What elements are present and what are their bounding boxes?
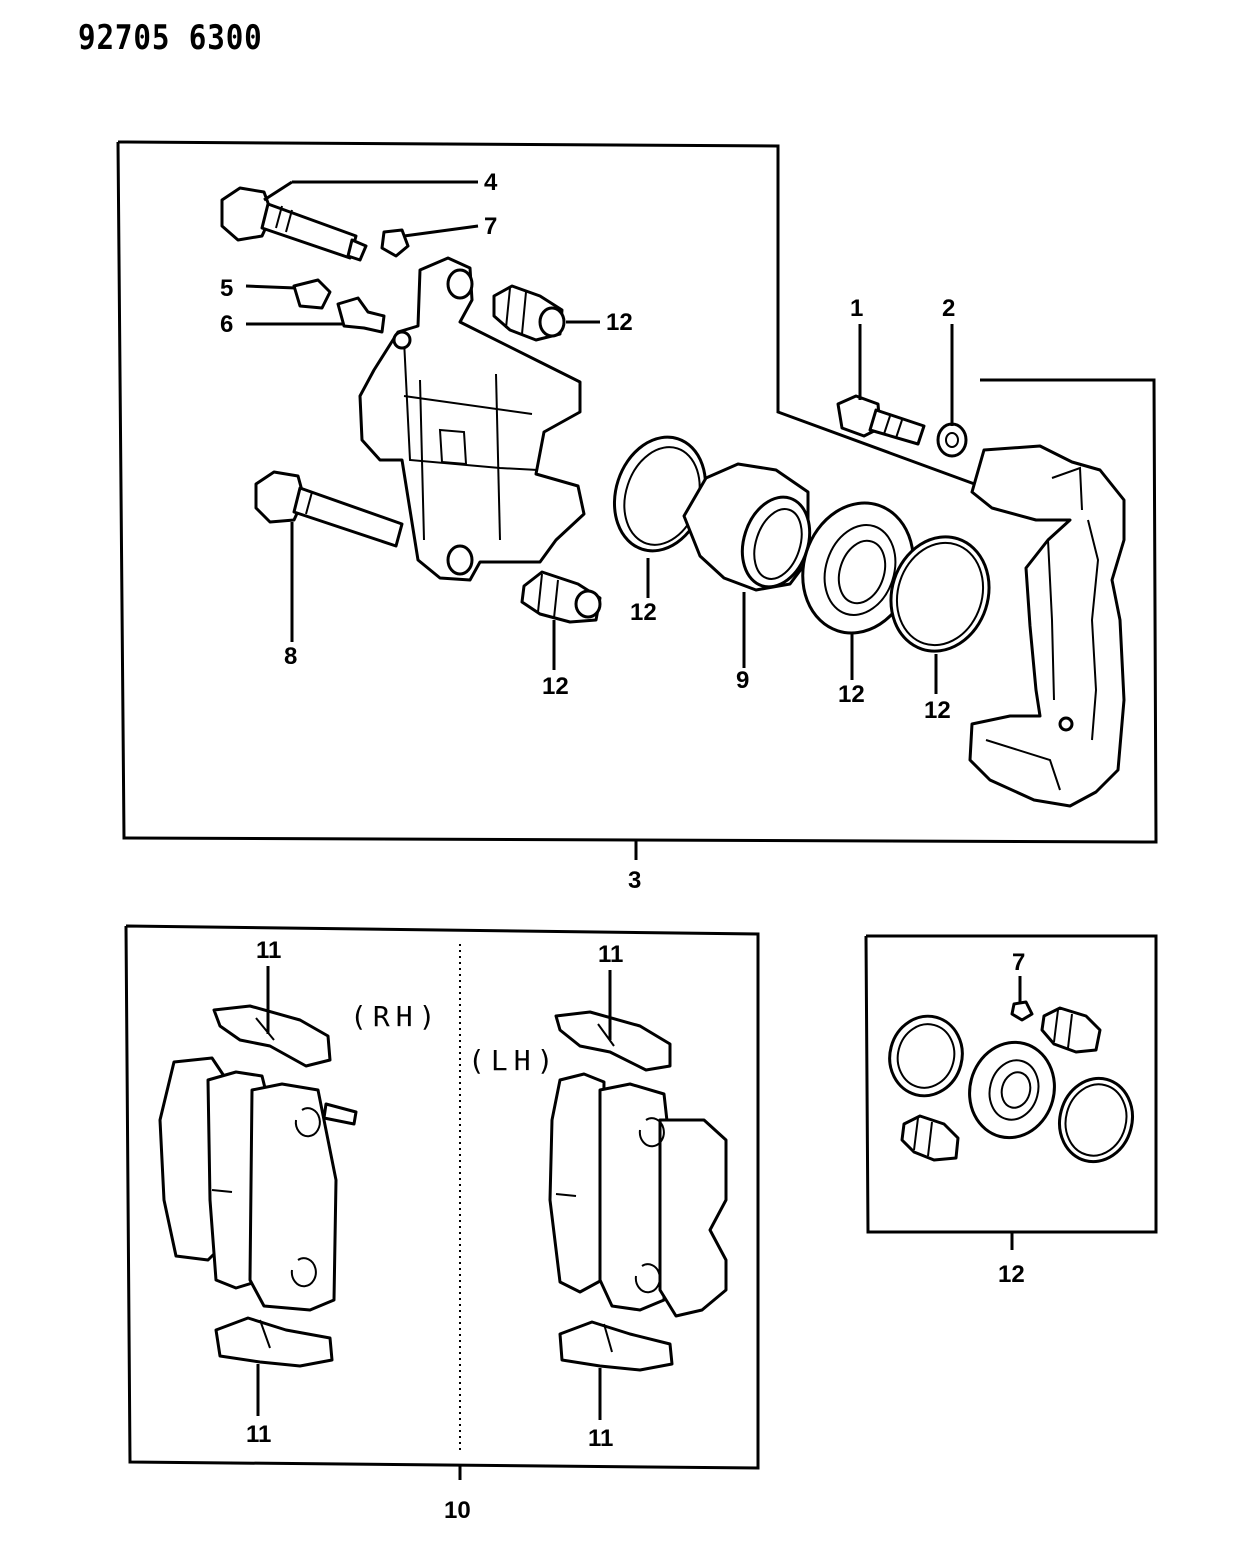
callout-12-seal: 12 <box>630 599 657 626</box>
pad-shim-rh-lower <box>214 1316 334 1368</box>
callout-11-rh-bottom: 11 <box>246 1421 271 1448</box>
caliper-body <box>358 256 586 582</box>
pad-shim-lh-lower <box>558 1320 674 1372</box>
caliper-support-bracket <box>968 444 1126 808</box>
callout-9: 9 <box>736 667 749 694</box>
callout-7: 7 <box>484 213 497 240</box>
callout-4: 4 <box>484 169 498 196</box>
dust-cap <box>380 228 410 258</box>
callout-12-upper-boot: 12 <box>606 309 633 336</box>
brake-pads-lh <box>548 1072 728 1318</box>
callout-11-rh-top: 11 <box>256 937 281 964</box>
piston-seal <box>612 435 708 553</box>
callout-10: 10 <box>444 1497 471 1524</box>
boot-lower <box>520 570 602 624</box>
pad-shim-lh-upper <box>554 1010 672 1072</box>
pad-shim-rh-upper <box>212 1004 332 1068</box>
leader-lines-main <box>245 180 954 694</box>
callout-11-lh-top: 11 <box>598 941 623 968</box>
guide-pin-lower <box>254 470 404 548</box>
side-label-lh: (LH) <box>468 1044 559 1077</box>
callout-1: 1 <box>850 295 863 322</box>
side-label-rh: (RH) <box>350 1000 441 1033</box>
piston <box>682 462 812 592</box>
callout-6: 6 <box>220 311 233 338</box>
callout-labels: 4 7 5 6 12 1 2 8 12 12 9 12 12 3 11 11 1… <box>220 169 1025 1524</box>
document-code: 92705 6300 <box>78 18 263 58</box>
callout-5: 5 <box>220 275 233 302</box>
bleeder-cap <box>292 278 332 310</box>
brake-pads-rh <box>158 1056 358 1312</box>
callout-8: 8 <box>284 643 297 670</box>
boot-upper <box>492 284 566 342</box>
callout-11-lh-bottom: 11 <box>588 1425 613 1452</box>
leader-lines-pads <box>256 966 612 1420</box>
washer <box>936 422 968 458</box>
callout-7-kit: 7 <box>1012 949 1025 976</box>
callout-2: 2 <box>942 295 955 322</box>
pad-set-frame <box>124 924 760 1480</box>
bleeder-screw <box>336 296 386 334</box>
callout-12-kit: 12 <box>998 1261 1025 1288</box>
retaining-ring <box>889 535 991 653</box>
callout-3: 3 <box>628 867 641 894</box>
callout-12-dust-seal: 12 <box>838 681 865 708</box>
seal-kit-parts <box>888 976 1134 1164</box>
callout-12-lower-boot: 12 <box>542 673 569 700</box>
mounting-bolt <box>836 394 926 446</box>
seal-kit-frame <box>864 934 1158 1250</box>
guide-pin-upper <box>220 186 368 262</box>
caliper-assembly-frame <box>116 140 1158 860</box>
callout-12-ring: 12 <box>924 697 951 724</box>
